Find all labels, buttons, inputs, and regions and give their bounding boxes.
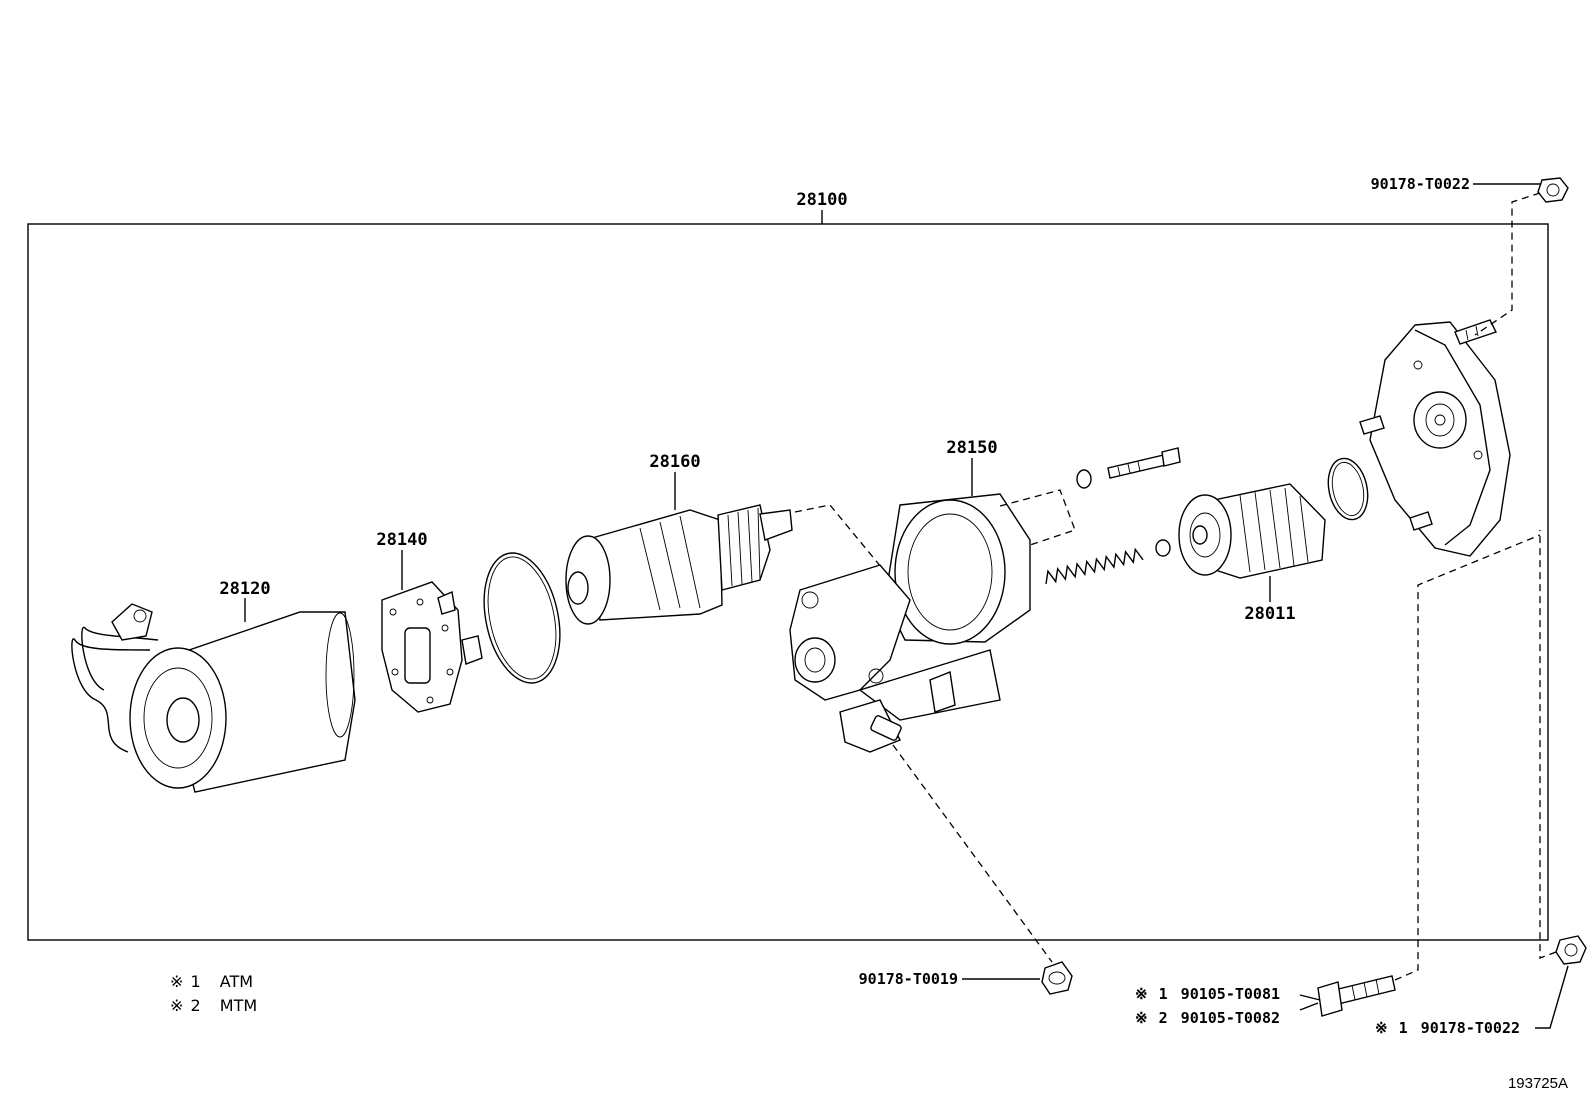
legend-item-mtm: ※ 2 MTM <box>170 996 257 1015</box>
bolt-variant-1[interactable]: ※ 1 90105-T0081 <box>1135 985 1280 1003</box>
label-28011[interactable]: 28011 <box>1244 604 1295 624</box>
return-spring[interactable] <box>1043 547 1144 585</box>
through-bolt[interactable] <box>1107 447 1181 479</box>
bolt-variant-2[interactable]: ※ 2 90105-T0082 <box>1135 1009 1280 1027</box>
nut-bottom-right-label[interactable]: ※ 1 90178-T0022 <box>1375 1019 1520 1037</box>
legend: ※ 1 ATM ※ 2 MTM <box>170 972 257 1015</box>
drive-housing[interactable] <box>1359 319 1511 557</box>
nut-top[interactable] <box>1537 177 1569 203</box>
steel-ball[interactable] <box>1155 539 1171 557</box>
part-28150-housing[interactable] <box>789 493 1031 753</box>
part-28011-clutch[interactable] <box>1178 483 1326 579</box>
small-o-ring[interactable] <box>1076 469 1092 489</box>
nut-bottom-right[interactable] <box>1555 935 1587 965</box>
o-ring-drive[interactable] <box>1323 455 1373 524</box>
bolt[interactable] <box>1317 975 1396 1017</box>
label-28150[interactable]: 28150 <box>946 438 997 458</box>
assembly-label[interactable]: 28100 <box>796 190 847 210</box>
label-28160[interactable]: 28160 <box>649 452 700 472</box>
part-28160-armature[interactable] <box>565 504 793 625</box>
label-nut-bottom-center[interactable]: 90178-T0019 <box>859 970 958 988</box>
part-28140-brush-holder[interactable] <box>381 581 483 713</box>
nut-bottom-center[interactable] <box>1041 961 1073 995</box>
o-ring-large[interactable] <box>473 546 571 690</box>
legend-item-atm: ※ 1 ATM <box>170 972 253 991</box>
label-nut-top[interactable]: 90178-T0022 <box>1371 175 1470 193</box>
figure-id: 193725A <box>1508 1075 1568 1092</box>
assembly-boundary <box>27 223 1549 941</box>
part-28120-field-frame[interactable] <box>71 603 356 793</box>
label-28120[interactable]: 28120 <box>219 579 270 599</box>
label-28140[interactable]: 28140 <box>376 530 427 550</box>
